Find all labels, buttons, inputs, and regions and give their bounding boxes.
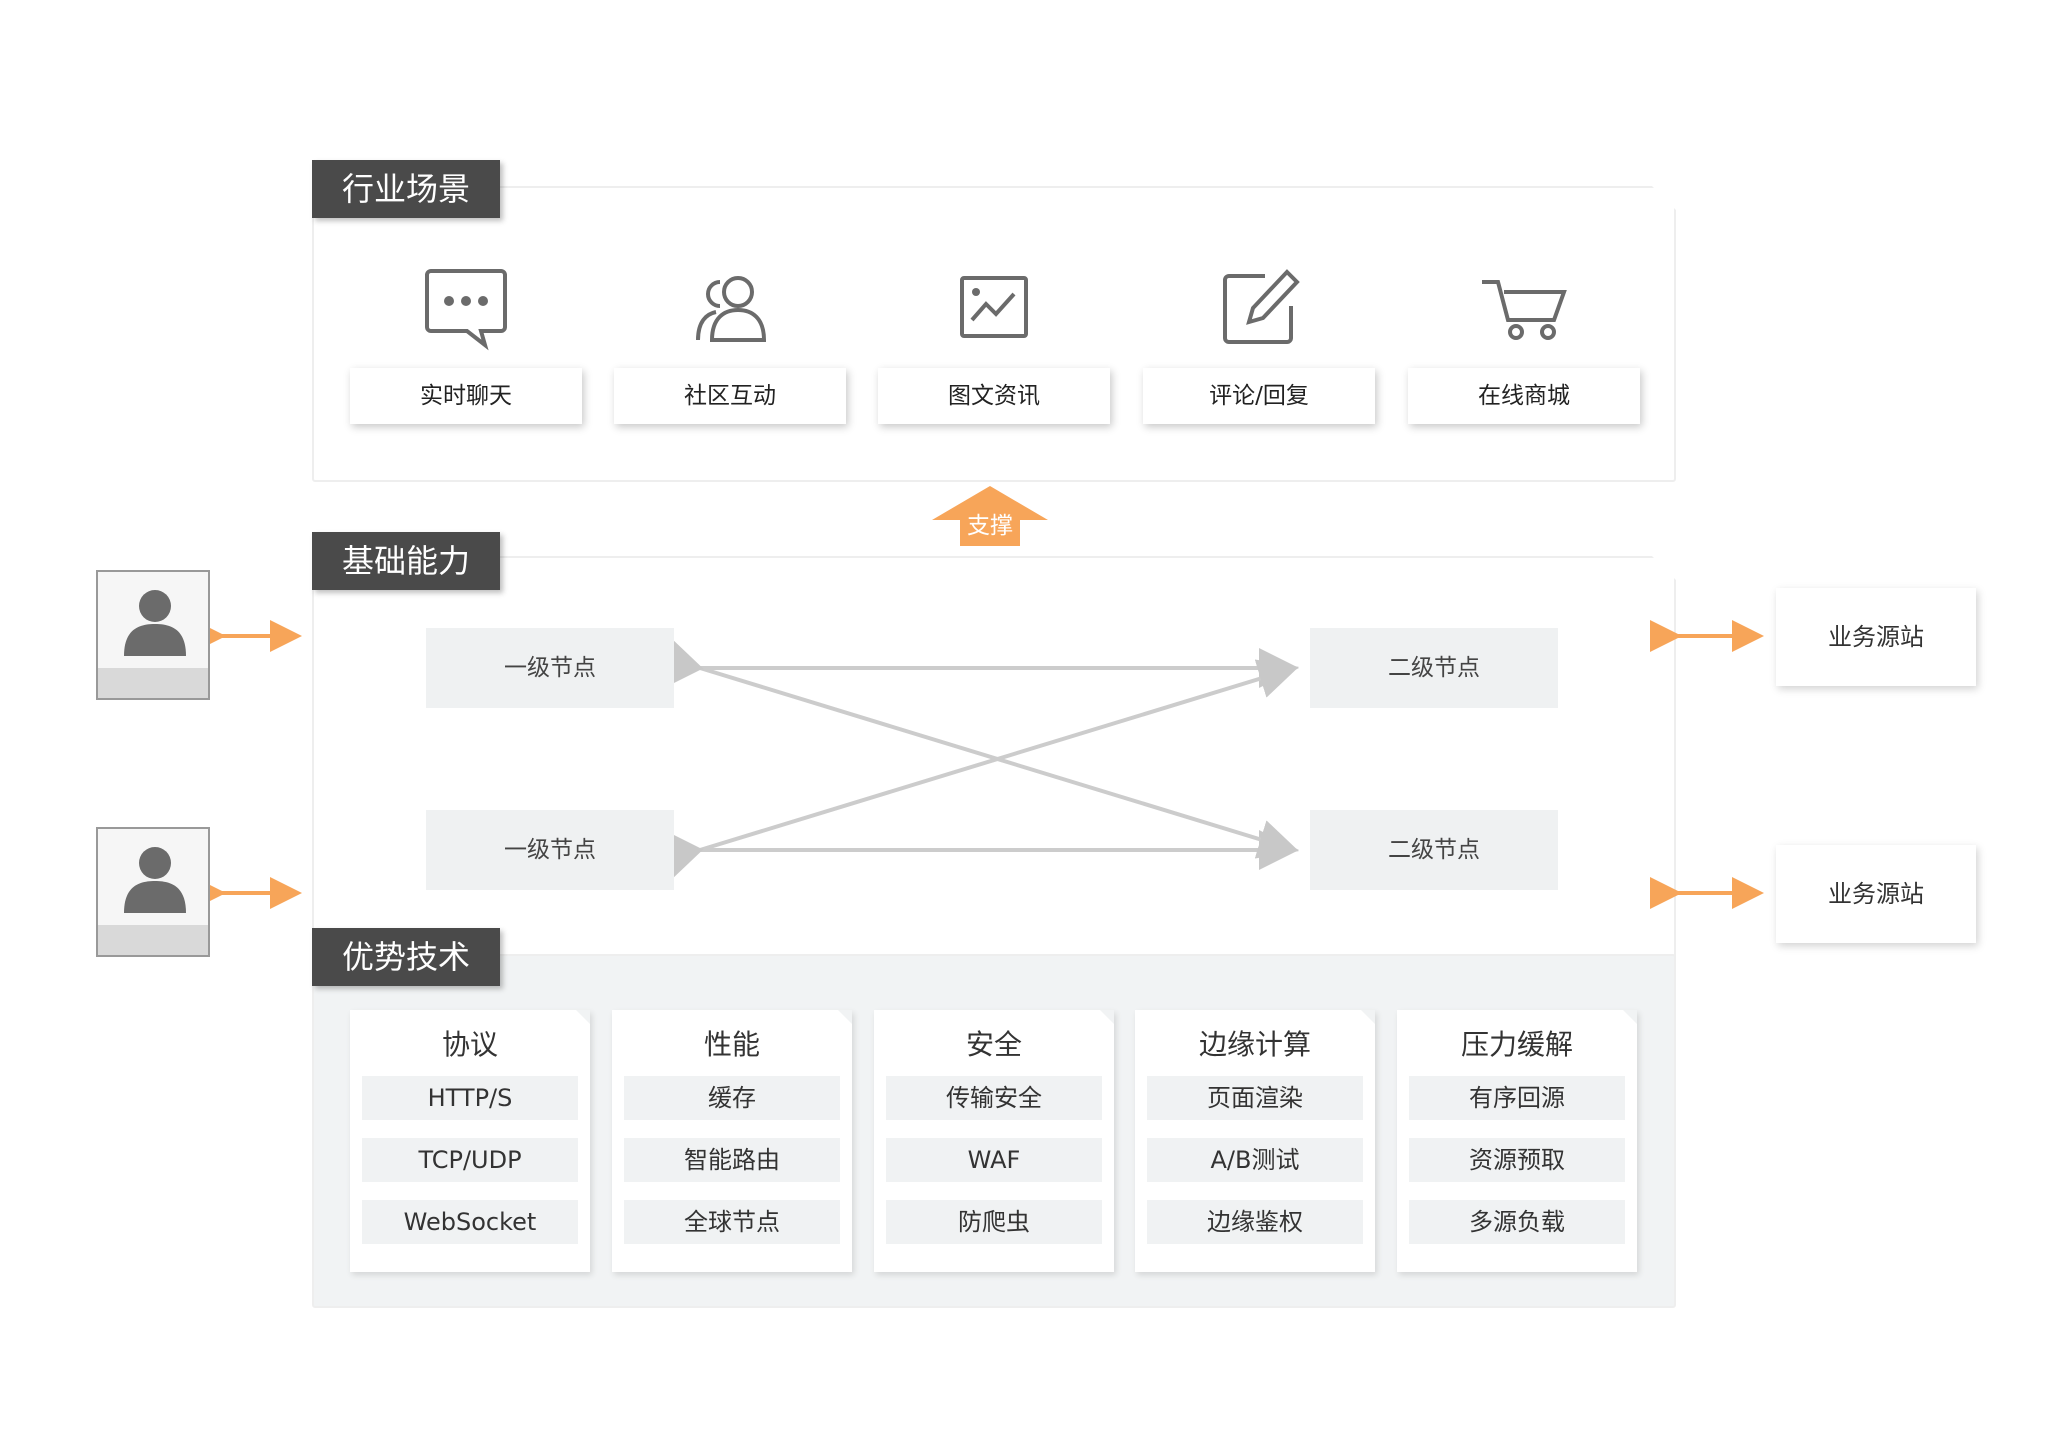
scenario-card: 图文资讯 (878, 248, 1110, 424)
tech-card: 协议 HTTP/S TCP/UDP WebSocket (350, 1010, 590, 1272)
tech-item: 智能路由 (624, 1138, 840, 1182)
tech-item: 传输安全 (886, 1076, 1102, 1120)
tech-item: 缓存 (624, 1076, 840, 1120)
tech-item: A/B测试 (1147, 1138, 1363, 1182)
tech-item: HTTP/S (362, 1076, 578, 1120)
tech-item: TCP/UDP (362, 1138, 578, 1182)
scenario-card: 社区互动 (614, 248, 846, 424)
section-tag-scenarios: 行业场景 (312, 160, 501, 218)
scenario-label: 在线商城 (1408, 368, 1640, 424)
chat-bubble-icon (350, 248, 582, 368)
cart-icon (1408, 248, 1640, 368)
support-label: 支撑 (967, 513, 1013, 539)
tech-item: 有序回源 (1409, 1076, 1625, 1120)
person-icon (124, 847, 186, 913)
tech-item: 防爬虫 (886, 1200, 1102, 1244)
scenario-label: 实时聊天 (350, 368, 582, 424)
tech-item: 多源负载 (1409, 1200, 1625, 1244)
users-icon (614, 248, 846, 368)
edit-icon (1143, 248, 1375, 368)
panel-corner-fold (1652, 556, 1676, 580)
user-avatar-bottom (96, 827, 210, 957)
connector-cross-2 (659, 659, 1299, 880)
section-tag-advantage: 优势技术 (312, 928, 501, 986)
level2-node-bottom: 二级节点 (1310, 810, 1558, 890)
origin-server-bottom: 业务源站 (1776, 845, 1976, 943)
tech-card: 安全传输安全 WAF 防爬虫 (874, 1010, 1114, 1272)
scenario-card: 在线商城 (1408, 248, 1640, 424)
tech-card-title: 边缘计算 (1198, 1028, 1311, 1061)
panel-corner-fold (1652, 186, 1676, 210)
user-avatar-top (96, 570, 210, 700)
tech-item: 页面渲染 (1147, 1076, 1363, 1120)
scenario-label: 评论/回复 (1143, 368, 1375, 424)
tech-card-title: 压力缓解 (1460, 1028, 1573, 1061)
tech-item: 全球节点 (624, 1200, 840, 1244)
tech-item: WAF (886, 1138, 1102, 1182)
tech-card: 压力缓解有序回源资源预取多源负载 (1397, 1010, 1637, 1272)
tech-card-title: 性能 (703, 1028, 760, 1061)
support-arrow (932, 486, 1048, 546)
scenario-label: 图文资讯 (878, 368, 1110, 424)
tech-card-title: 安全 (965, 1028, 1022, 1061)
image-chart-icon (878, 248, 1110, 368)
tech-item: 边缘鉴权 (1147, 1200, 1363, 1244)
tech-card-title: 协议 (441, 1028, 498, 1061)
tech-item: 资源预取 (1409, 1138, 1625, 1182)
tech-card: 边缘计算页面渲染 A/B测试边缘鉴权 (1135, 1010, 1375, 1272)
tech-item: WebSocket (362, 1200, 578, 1244)
level1-node-top: 一级节点 (426, 628, 674, 708)
scenario-card: 实时聊天 (350, 248, 582, 424)
level1-node-bottom: 一级节点 (426, 810, 674, 890)
section-tag-capability: 基础能力 (312, 532, 501, 590)
scenario-card: 评论/回复 (1143, 248, 1375, 424)
tech-card: 性能缓存智能路由全球节点 (612, 1010, 852, 1272)
level2-node-top: 二级节点 (1310, 628, 1558, 708)
origin-server-top: 业务源站 (1776, 588, 1976, 686)
scenario-label: 社区互动 (614, 368, 846, 424)
person-icon (124, 590, 186, 656)
